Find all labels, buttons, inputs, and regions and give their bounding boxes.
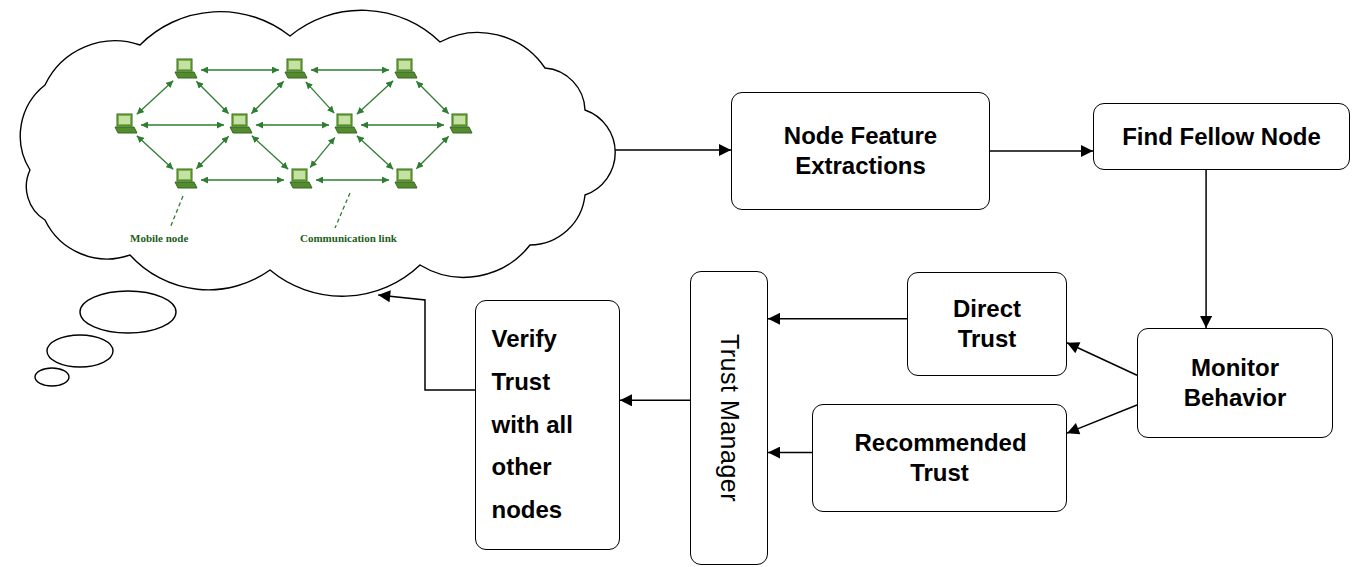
communication-link: [311, 69, 389, 70]
communication-link: [137, 136, 173, 169]
communication-link: [196, 81, 228, 113]
process-box: Verify Trust with all other nodes: [475, 300, 620, 550]
laptop-icon: [335, 114, 357, 133]
node-text: Node Feature Extractions: [743, 121, 978, 181]
text-holder: Direct Trust: [937, 294, 1037, 354]
flow-arrow: [990, 150, 1093, 152]
illustration-label: Communication link: [300, 232, 397, 244]
communication-link: [310, 137, 335, 167]
laptop-icon: [175, 169, 197, 188]
flow-arrow: [1067, 343, 1137, 376]
flow-arrow: [768, 318, 907, 320]
leader-line: [335, 193, 350, 228]
flow-arrow: [768, 452, 812, 454]
communication-link: [256, 124, 329, 125]
communication-link: [357, 136, 393, 169]
flow-arrow: [620, 400, 690, 402]
communication-link: [201, 179, 284, 180]
laptop-icon: [285, 59, 307, 78]
laptop-icon: [395, 59, 417, 78]
text-holder: Monitor Behavior: [1160, 353, 1310, 413]
communication-link: [251, 81, 283, 113]
communication-link: [361, 124, 444, 125]
process-box: Direct Trust: [907, 272, 1067, 376]
laptop-icon: [395, 169, 417, 188]
flow-arrow: [615, 149, 731, 151]
flow-arrow: [378, 295, 475, 390]
communication-link: [201, 69, 279, 70]
communication-link: [306, 82, 334, 113]
communication-link: [196, 136, 228, 168]
communication-link: [416, 81, 448, 113]
text-holder: Find Fellow Node: [1122, 122, 1321, 152]
communication-link: [357, 81, 393, 114]
communication-link: [316, 179, 389, 180]
text-holder: Node Feature Extractions: [743, 121, 978, 181]
node-text: Direct Trust: [937, 294, 1037, 354]
node-text: Verify Trust with all other nodes: [492, 318, 604, 532]
laptop-icon: [115, 114, 137, 133]
text-holder: Recommended Trust: [855, 428, 1025, 488]
network-cloud: Mobile node Communication link: [0, 0, 618, 300]
communication-link: [252, 136, 288, 169]
node-text: Trust Manager: [713, 334, 744, 502]
communication-link: [141, 124, 224, 125]
cloud-outline: [20, 10, 615, 296]
communication-link: [416, 136, 448, 168]
leader-line: [170, 196, 183, 228]
laptop-icon: [450, 114, 472, 133]
thought-bubble: [80, 291, 176, 333]
illustration-label: Mobile node: [130, 232, 188, 244]
cloud-illustration: [0, 0, 618, 300]
process-box: Monitor Behavior: [1137, 328, 1333, 438]
thought-bubble: [35, 368, 69, 386]
laptop-icon: [290, 169, 312, 188]
process-box: Recommended Trust: [812, 404, 1067, 512]
node-text: Find Fellow Node: [1122, 122, 1321, 152]
network-links: [137, 70, 449, 180]
process-box: Find Fellow Node: [1093, 103, 1350, 170]
node-text: Monitor Behavior: [1160, 353, 1310, 413]
node-text: Recommended Trust: [855, 428, 1025, 488]
process-box: Node Feature Extractions: [731, 92, 990, 210]
text-holder: Verify Trust with all other nodes: [492, 318, 604, 532]
laptop-icon: [230, 114, 252, 133]
communication-link: [137, 81, 173, 114]
manager-bar: Trust Manager: [690, 271, 768, 565]
flow-arrow: [1067, 405, 1137, 433]
laptop-icon: [175, 59, 197, 78]
thought-bubble: [47, 335, 113, 367]
flow-arrow: [1205, 170, 1207, 328]
